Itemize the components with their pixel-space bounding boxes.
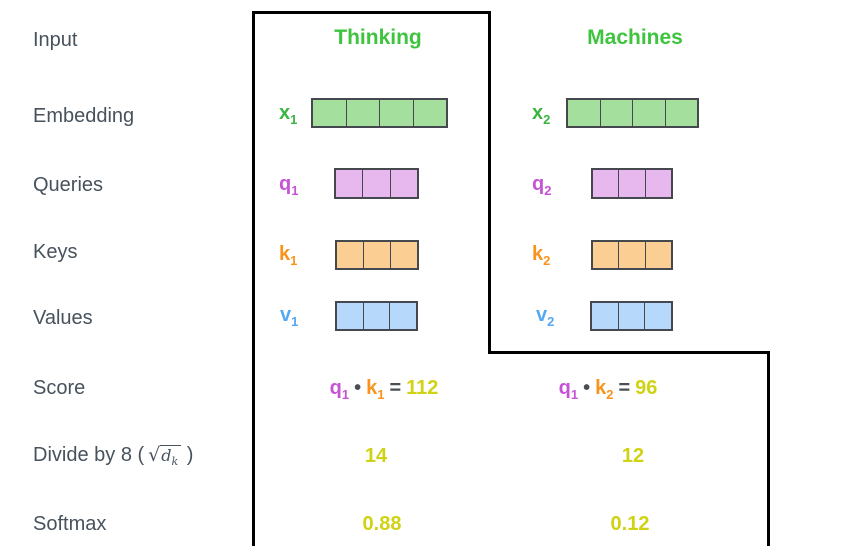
row-label-keys: Keys: [33, 241, 78, 263]
row-label-queries: Queries: [33, 174, 104, 196]
vector-cell: [592, 303, 618, 329]
vector-cell: [593, 170, 618, 197]
v1-label: v1: [280, 304, 299, 329]
vector-cell: [336, 170, 362, 197]
score-value-machines: 96: [635, 377, 658, 399]
v2-label: v2: [536, 304, 555, 329]
k1-label: k1: [279, 243, 298, 268]
score-expression-machines: q1•k2=96: [488, 376, 728, 402]
divide-label-suffix: ): [186, 444, 194, 466]
vector-cell: [345, 100, 380, 126]
divide-value-machines: 12: [621, 445, 645, 467]
row-label-embedding: Embedding: [33, 105, 135, 127]
score-k-term: k2: [595, 377, 614, 402]
vector-cell: [390, 242, 417, 268]
row-label-values: Values: [33, 307, 93, 329]
q2-label: q2: [532, 173, 552, 198]
k2-label: k2: [532, 243, 551, 268]
vector-cell: [618, 170, 644, 197]
vector-cell: [568, 100, 600, 126]
k2-key-vector: [591, 240, 673, 270]
q2-query-vector: [591, 168, 673, 199]
score-value-thinking: 112: [406, 377, 439, 399]
q1-label: q1: [279, 173, 299, 198]
divide-value-thinking: 14: [364, 445, 388, 467]
x2-embedding-vector: [566, 98, 699, 128]
dot-product-icon: •: [354, 377, 362, 399]
vector-cell: [389, 303, 416, 329]
equals-sign: =: [618, 377, 631, 399]
vector-cell: [599, 100, 633, 126]
vector-cell: [617, 303, 645, 329]
vector-cell: [632, 100, 665, 126]
x1-label: x1: [279, 102, 298, 127]
vector-cell: [664, 100, 698, 126]
q1-query-vector: [334, 168, 419, 199]
x2-label: x2: [532, 102, 551, 127]
score-q-term: q1: [329, 377, 350, 402]
vector-cell: [389, 170, 417, 197]
v1-value-vector: [335, 301, 418, 331]
x1-embedding-vector: [311, 98, 448, 128]
column-header-machines: Machines: [587, 26, 683, 49]
divide-label-prefix: Divide by 8 (: [33, 444, 145, 466]
vector-cell: [362, 170, 389, 197]
vector-cell: [618, 242, 644, 268]
softmax-value-machines: 0.12: [610, 513, 650, 535]
vector-cell: [644, 242, 671, 268]
vector-cell: [379, 100, 413, 126]
vector-cell: [337, 242, 363, 268]
vector-cell: [593, 242, 618, 268]
row-label-softmax: Softmax: [33, 513, 107, 535]
vector-cell: [362, 303, 390, 329]
vector-cell: [412, 100, 447, 126]
vector-cell: [363, 242, 390, 268]
softmax-value-thinking: 0.88: [362, 513, 402, 535]
score-k-term: k1: [366, 377, 385, 402]
equals-sign: =: [389, 377, 402, 399]
vector-cell: [313, 100, 346, 126]
row-label-input: Input: [33, 29, 78, 51]
dk-symbol: dk: [160, 445, 182, 467]
row-label-divide-by-8: Divide by 8 (√dk ): [33, 443, 193, 467]
vector-cell: [337, 303, 363, 329]
k1-key-vector: [335, 240, 419, 270]
row-label-score: Score: [33, 377, 86, 399]
column-header-thinking: Thinking: [334, 26, 422, 49]
v2-value-vector: [590, 301, 673, 331]
vector-cell: [644, 170, 671, 197]
square-root-icon: √: [148, 444, 161, 466]
vector-cell: [644, 303, 671, 329]
score-q-term: q1: [558, 377, 579, 402]
dot-product-icon: •: [583, 377, 591, 399]
score-expression-thinking: q1•k1=112: [264, 376, 504, 402]
